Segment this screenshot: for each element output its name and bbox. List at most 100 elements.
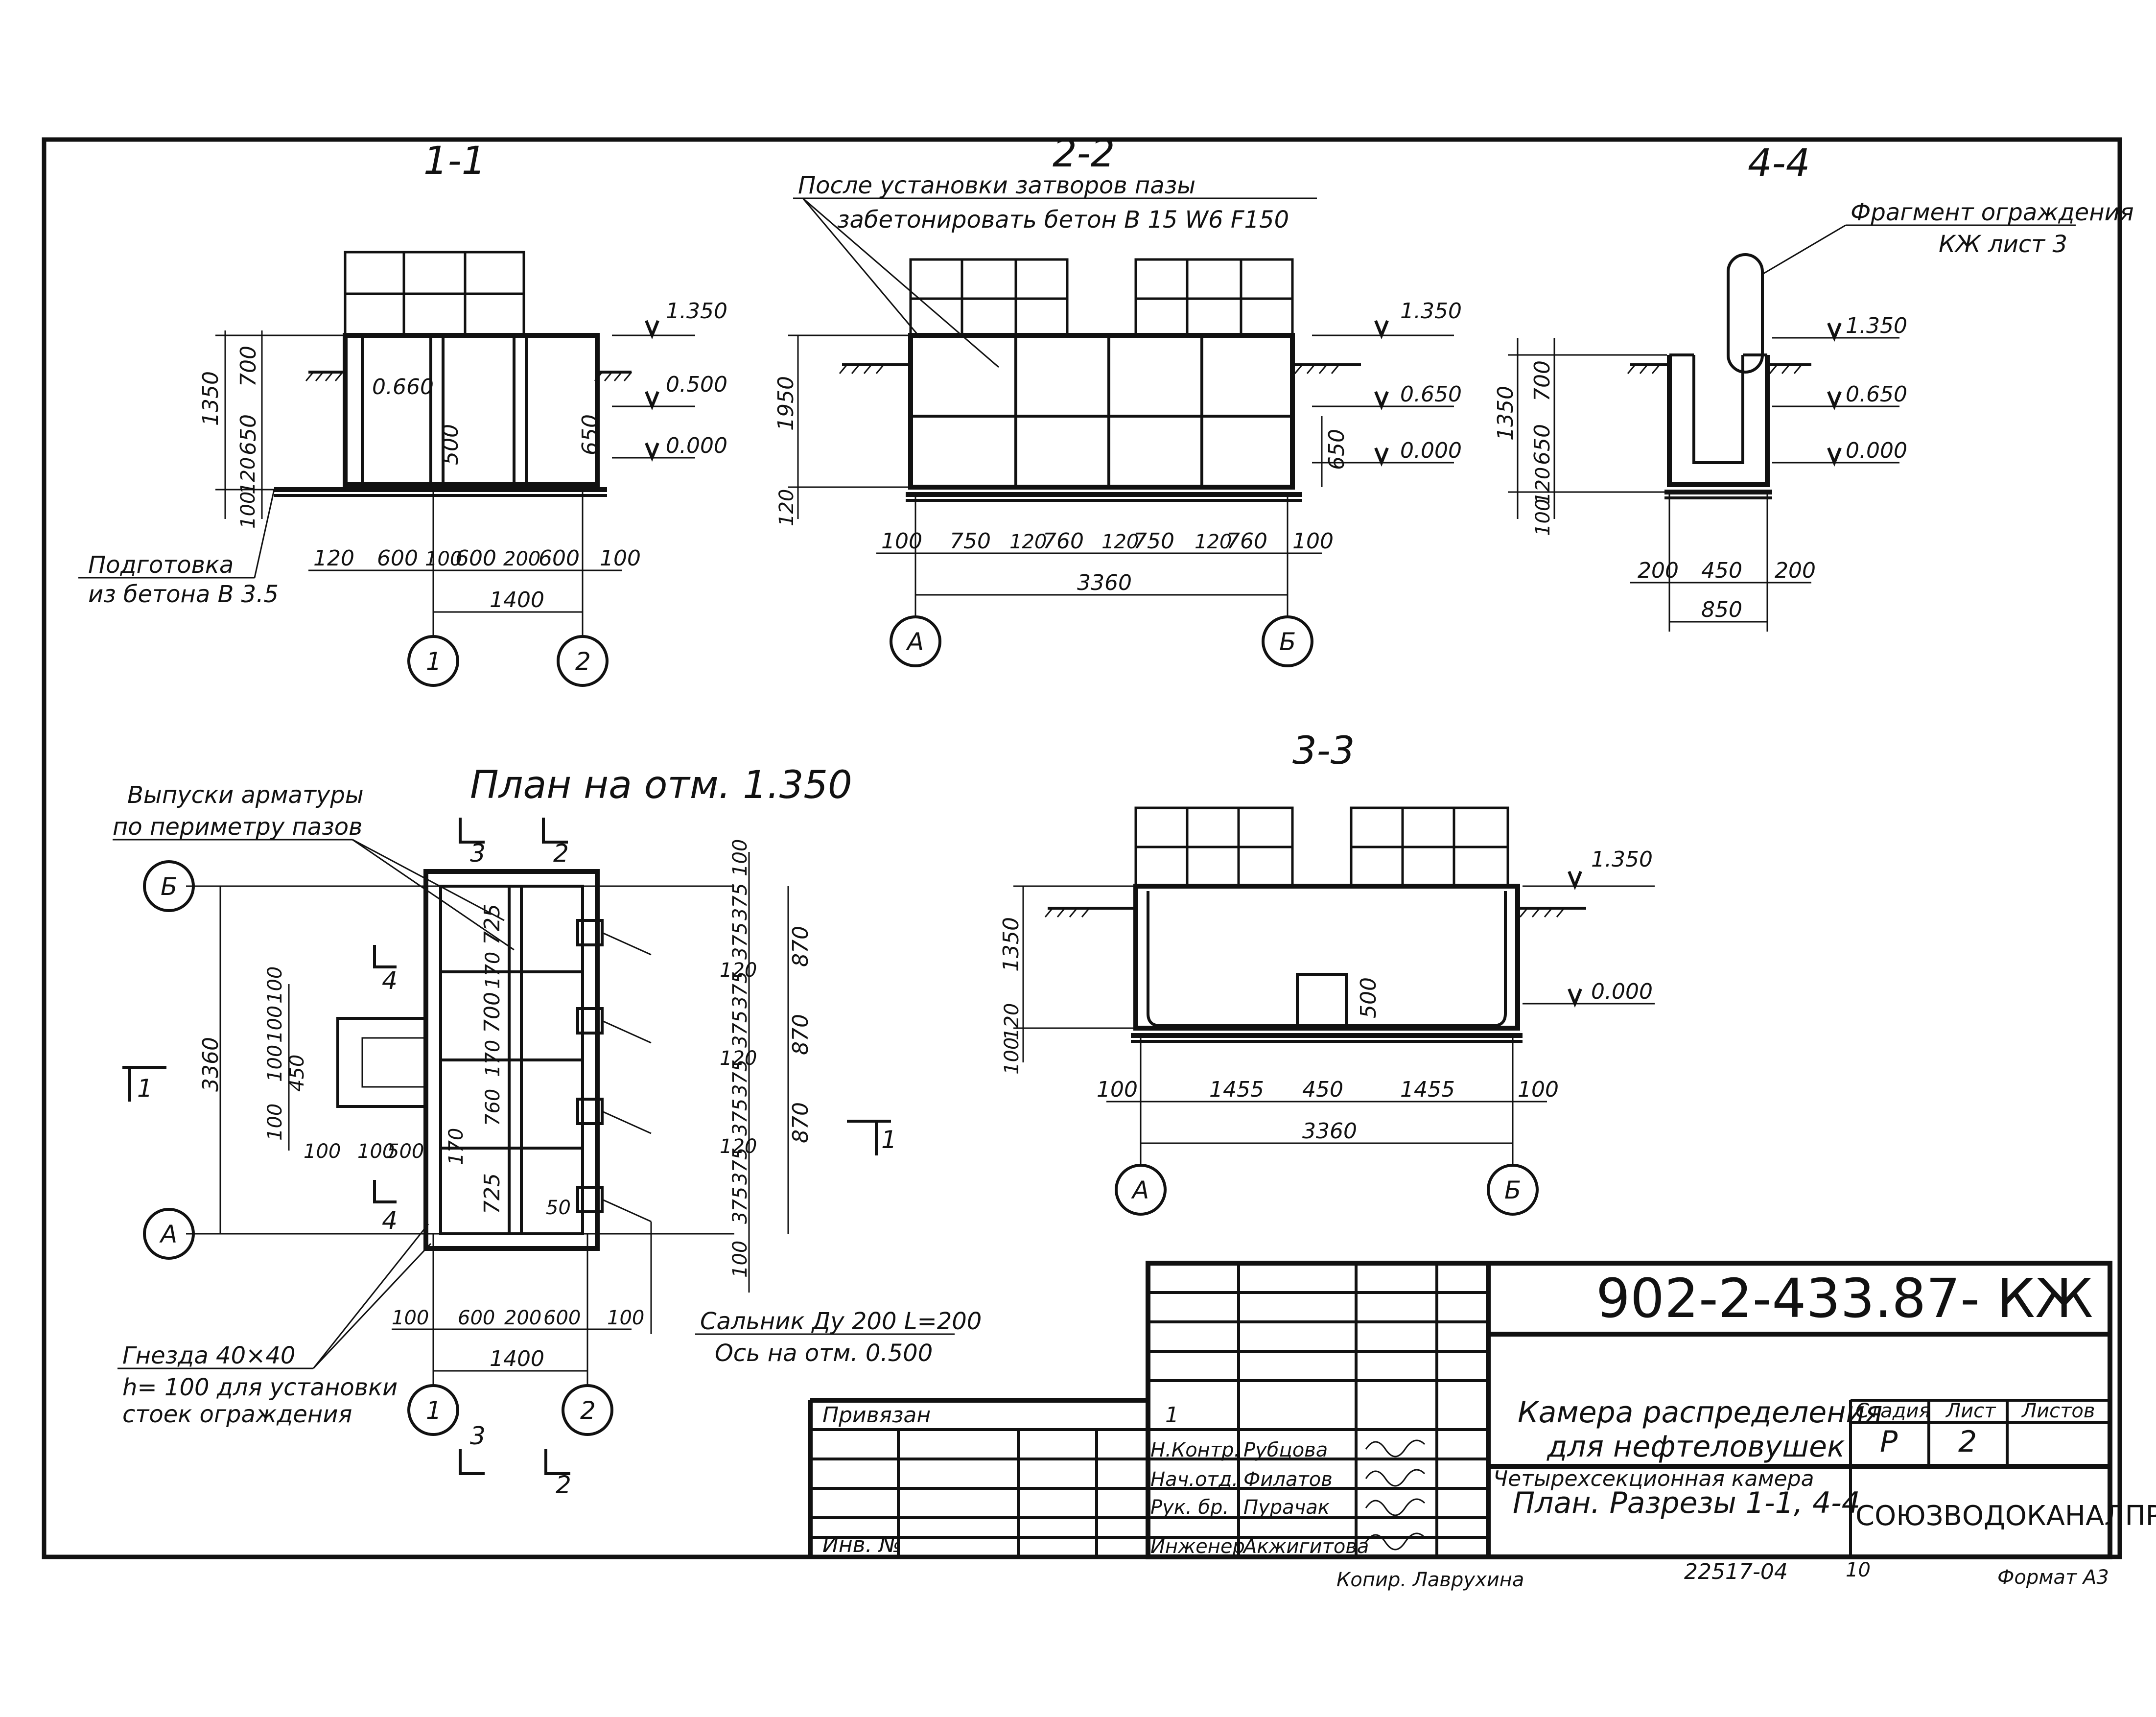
level-44-b: 0.650 — [1846, 382, 1907, 407]
cut-2-top: 2 — [553, 839, 569, 868]
plan-dim-l2: 100 — [264, 1045, 286, 1082]
svg-text:А: А — [159, 1220, 177, 1248]
inv-label: Инв. № — [822, 1532, 901, 1557]
dim-11-h4: 200 — [503, 548, 540, 570]
plan-dim-r3: 120 — [720, 959, 757, 982]
stage-label: Стадия — [1855, 1400, 1930, 1422]
axis-plan-b — [143, 860, 195, 912]
plan-view: План на отм. 1.350 Выпуски арматуры по п… — [113, 763, 982, 1499]
org-name: СОЮЗВОДОКАНАЛПРОЕКТ — [1855, 1500, 2156, 1532]
dim-22-v0: 1950 — [773, 376, 798, 431]
dim-11-v0: 1350 — [198, 371, 223, 426]
dim-22-h2: 120 — [1009, 531, 1047, 553]
level-11-c: 0.500 — [666, 372, 727, 397]
note-sockets-2: h= 100 для установки — [122, 1374, 398, 1401]
railing-fragment — [1727, 253, 1764, 374]
note-sockets-1: Гнезда 40×40 — [122, 1342, 295, 1369]
svg-text:А: А — [906, 628, 924, 656]
dim-22-h6: 120 — [1195, 531, 1232, 553]
name-3: Акжигитова — [1242, 1535, 1369, 1558]
plan-dim-i3: 170 — [482, 1040, 504, 1077]
dim-44-h0: 200 — [1638, 558, 1679, 583]
chamber-33 — [1133, 884, 1520, 1031]
dim-44-h1: 450 — [1701, 558, 1742, 583]
dim-11-h1: 600 — [377, 546, 418, 571]
plan-dim-l3: 450 — [286, 1055, 308, 1092]
plan-dim-r10: 375 — [729, 1148, 751, 1185]
dim-33-h2: 450 — [1302, 1077, 1343, 1102]
name-1: Филатов — [1243, 1468, 1333, 1491]
name-2: Пурачак — [1243, 1496, 1330, 1519]
doc-code: 902-2-433.87- КЖ — [1596, 1267, 2093, 1330]
privyazan-label: Привязан — [822, 1403, 931, 1428]
dim-44-v0: 1350 — [1493, 386, 1518, 441]
svg-text:1: 1 — [426, 1396, 442, 1425]
plan-inlet — [336, 1017, 427, 1108]
plan-dim-r12: 100 — [729, 1241, 751, 1278]
dim-44-h2: 200 — [1775, 558, 1816, 583]
chamber-11 — [343, 333, 600, 487]
plan-dim-b0: 100 — [392, 1307, 429, 1329]
plan-dim-sum-1: 870 — [788, 1014, 813, 1055]
pipe-opening-33 — [1296, 973, 1348, 1027]
plan-dim-b2: 200 — [504, 1307, 541, 1329]
note-11-2: из бетона В 3.5 — [88, 581, 279, 608]
dim-22-h8: 100 — [1292, 529, 1334, 554]
cut-3-top: 3 — [470, 839, 486, 868]
cut-4-bottom: 4 — [382, 1206, 398, 1235]
dim-22-h4: 120 — [1101, 531, 1139, 553]
level-22-c: 0.000 — [1400, 438, 1462, 463]
plan-dim-r4: 375 — [729, 971, 751, 1009]
svg-text:2: 2 — [580, 1396, 596, 1425]
note-22-1: После установки затворов пазы — [798, 172, 1195, 199]
cut-1-right: 1 — [881, 1126, 897, 1154]
page-number: 10 — [1846, 1559, 1871, 1581]
level-33-b: 0.000 — [1591, 979, 1653, 1004]
plan-dim-i4: 760 — [482, 1089, 504, 1126]
section-4-4: 4-4 Фрагмент ограждения КЖ лист 3 1.350 … — [1493, 141, 2134, 632]
level-22-a: 1.350 — [1400, 299, 1462, 324]
name-line-1: Камера распределения — [1518, 1395, 1883, 1430]
svg-text:1: 1 — [426, 647, 442, 676]
plan-dim-b4: 100 — [607, 1307, 644, 1329]
section-2-2: 2-2 После установки затворов пазы забето… — [773, 132, 1462, 667]
role-2: Рук. бр. — [1150, 1496, 1229, 1519]
plan-dim-r0: 100 — [729, 839, 751, 876]
section-4-4-title: 4-4 — [1748, 141, 1810, 186]
axis-plan-2 — [562, 1384, 613, 1436]
signature-1 — [1365, 1469, 1426, 1487]
dim-44-v4: 100 — [1532, 499, 1554, 536]
level-11-d: 0.000 — [666, 433, 727, 458]
sheet-value: 2 — [1958, 1425, 1977, 1459]
role-3: Инженер — [1150, 1535, 1245, 1558]
signature-3 — [1365, 1532, 1426, 1551]
note-sockets-3: стоек ограждения — [122, 1401, 352, 1428]
dim-33-h0: 100 — [1097, 1077, 1138, 1102]
cut-3-bottom: 3 — [470, 1422, 486, 1450]
dim-11-h6: 100 — [600, 546, 641, 571]
axis-22-a — [890, 615, 941, 667]
axis-11-1 — [407, 635, 459, 687]
plan-dim-overall-v: 3360 — [198, 1037, 223, 1092]
note-rebar-1: Выпуски арматуры — [127, 781, 364, 809]
signature-0 — [1365, 1439, 1426, 1458]
svg-text:2: 2 — [575, 647, 591, 676]
section-3-3: 3-3 1.350 0.000 1350 120 100 500 100 145… — [999, 729, 1655, 1216]
dim-11-overall: 1400 — [490, 588, 544, 612]
plan-dim-r2: 375 — [729, 922, 751, 960]
dim-11-v1: 700 — [236, 346, 261, 387]
plan-dim-l1: 100 — [264, 1006, 286, 1043]
section-3-3-title: 3-3 — [1292, 729, 1355, 773]
section-1-1: 1-1 1.350 0.660 0.500 0.000 1350 700 — [78, 139, 727, 687]
plan-dim-l4: 100 — [264, 1104, 286, 1141]
section-2-2-title: 2-2 — [1053, 132, 1115, 176]
plan-dim-l0: 100 — [264, 966, 286, 1004]
plan-dim-r6: 120 — [720, 1047, 757, 1070]
dim-22-h7: 760 — [1226, 529, 1267, 554]
level-22-b: 0.650 — [1400, 382, 1462, 407]
plan-dim-i1: 170 — [482, 952, 504, 989]
dim-33-v1: 120 — [1001, 1003, 1023, 1040]
plan-dim-l7: 500 — [387, 1140, 424, 1163]
axis-plan-a — [143, 1208, 195, 1260]
dim-11-v2: 650 — [236, 414, 261, 455]
